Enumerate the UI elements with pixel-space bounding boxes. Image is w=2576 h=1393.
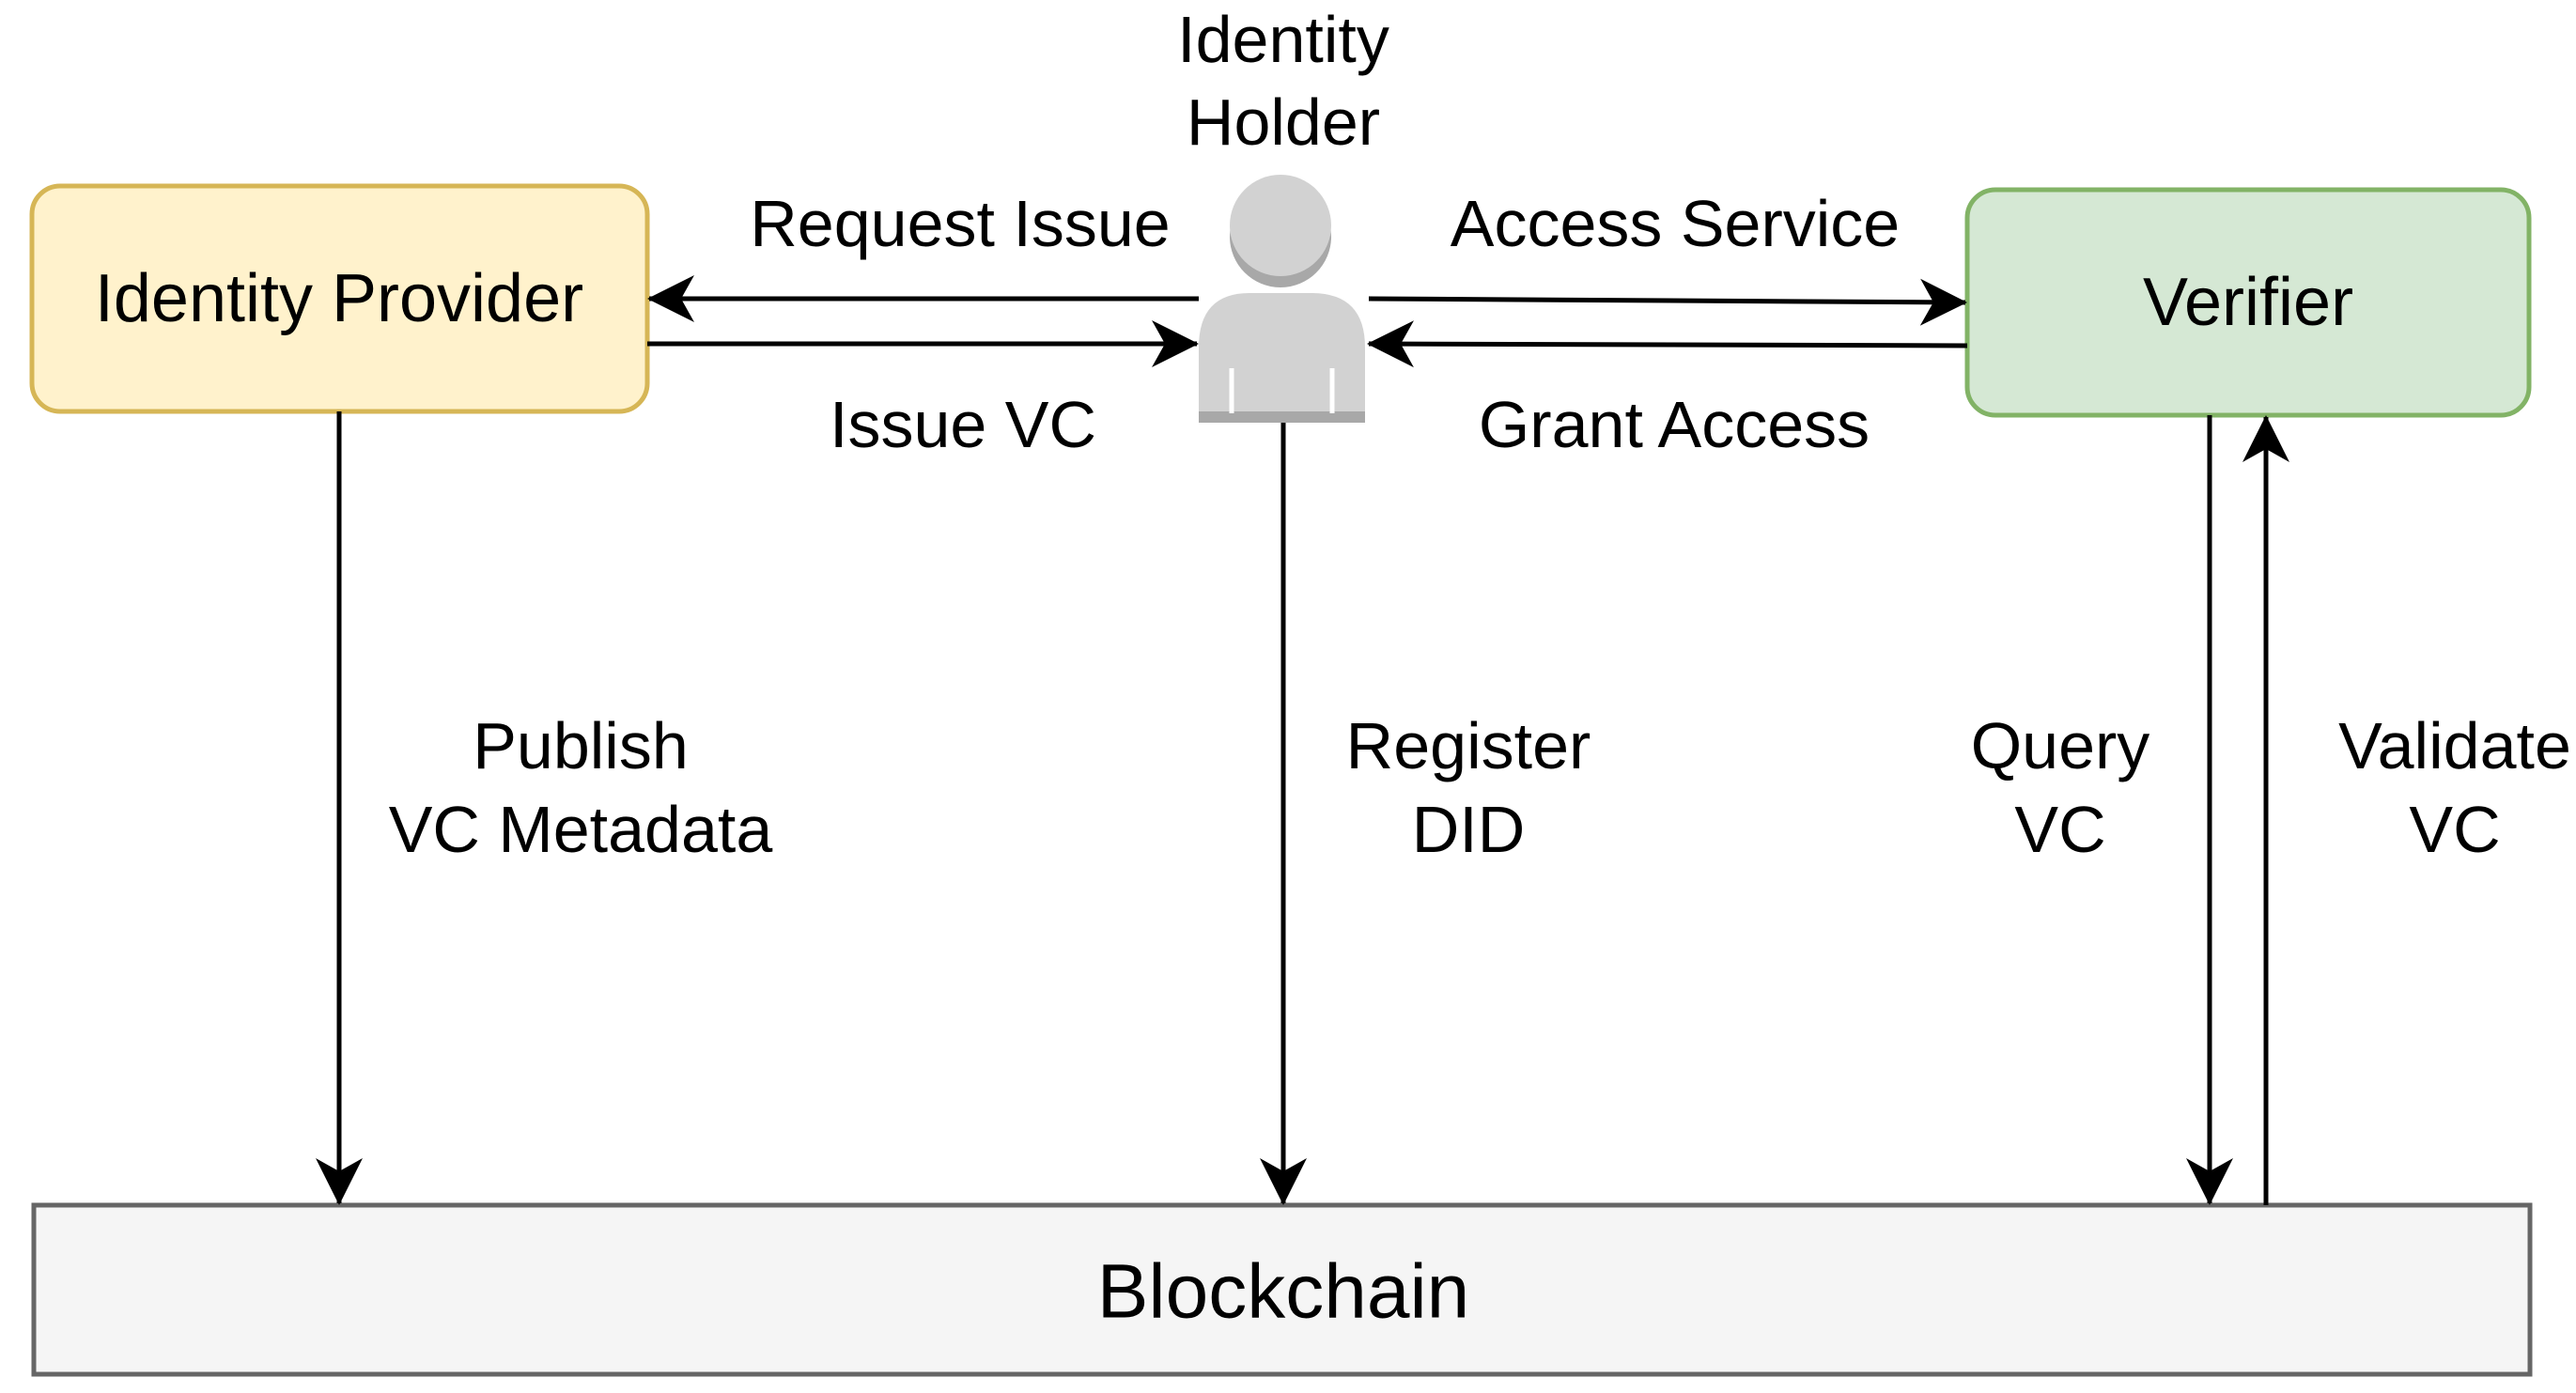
verifier-label: Verifier [2143,265,2353,340]
issue-vc-label: Issue VC [830,388,1096,461]
edge-request-issue[interactable]: Request Issue [647,187,1199,322]
edge-grant-access[interactable]: Grant Access [1367,320,1968,461]
access-service-label: Access Service [1451,187,1900,260]
identity-holder-label-line1: Identity [1177,3,1389,76]
publish-vc-metadata-label-line1: Publish [473,709,689,782]
edge-access-service[interactable]: Access Service [1368,187,1967,326]
edge-publish-vc-metadata[interactable]: Publish VC Metadata [316,411,773,1205]
grant-access-label: Grant Access [1479,388,1870,461]
identity-provider-node[interactable]: Identity Provider [29,183,650,414]
request-issue-label: Request Issue [750,187,1170,260]
identity-holder-label-line2: Holder [1187,85,1380,159]
blockchain-node[interactable]: Blockchain [31,1202,2533,1377]
person-icon [1199,175,1365,423]
edge-query-vc[interactable]: Query VC [1971,415,2233,1205]
verifier-node[interactable]: Verifier [1964,187,2532,418]
blockchain-box [31,1202,2533,1377]
edge-validate-vc[interactable]: Validate VC [2242,415,2571,1205]
identity-provider-label: Identity Provider [95,261,583,336]
access-service-arrow [1368,278,1967,326]
edge-issue-vc[interactable]: Issue VC [647,320,1199,461]
query-vc-label-line2: VC [2014,793,2105,866]
grant-access-arrow [1367,320,1968,368]
blockchain-label: Blockchain [1097,1249,1470,1335]
identity-holder-node[interactable]: Identity Holder [1177,3,1389,423]
validate-vc-label-line2: VC [2409,793,2500,866]
edge-register-did[interactable]: Register DID [1260,423,1591,1205]
register-did-label-line2: DID [1412,793,1526,866]
validate-vc-label-line1: Validate [2338,709,2571,782]
register-did-label-line1: Register [1346,709,1591,782]
publish-vc-metadata-label-line2: VC Metadata [389,793,773,866]
query-vc-label-line1: Query [1971,709,2150,782]
